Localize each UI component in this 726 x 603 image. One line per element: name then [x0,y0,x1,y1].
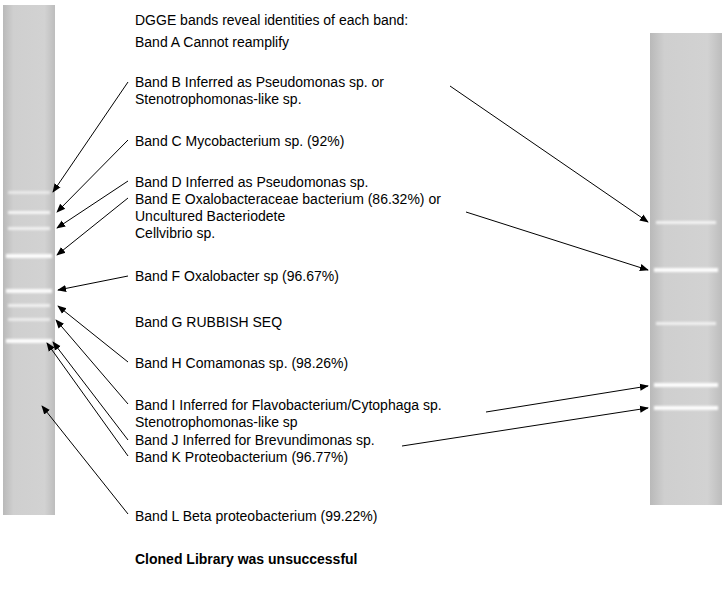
band-label: Band H Comamonas sp. (98.26%) [135,355,348,371]
band-label: Band J Inferred for Brevundimonas sp. [135,432,375,448]
band-label: Stenotrophomonas-like sp [135,414,298,430]
heading: DGGE bands reveal identities of each ban… [135,12,408,28]
band-label: Band F Oxalobacter sp (96.67%) [135,268,339,284]
gel-lane [3,5,55,515]
band-label: Stenotrophomonas-like sp. [135,91,302,107]
gel-bands [6,191,52,343]
band-label: Band A Cannot reamplify [135,34,289,50]
band-label: Band K Proteobacterium (96.77%) [135,449,348,465]
caption: Cloned Library was unsuccessful [135,551,358,567]
band-label: Band C Mycobacterium sp. (92%) [135,133,344,149]
band-label: Cellvibrio sp. [135,225,215,241]
gel-bands [654,221,718,410]
band-label: Band D Inferred as Pseudomonas sp. [135,174,368,190]
band-label: Band G RUBBISH SEQ [135,314,282,330]
band-label: Band B Inferred as Pseudomonas sp. or [135,74,384,90]
leader-arrows [42,82,648,514]
band-label: Uncultured Bacteriodete [135,208,285,224]
band-label: Band L Beta proteobacterium (99.22%) [135,508,377,524]
gel-lane [650,33,722,505]
band-label: Band I Inferred for Flavobacterium/Cytop… [135,397,442,413]
band-label: Band E Oxalobacteraceae bacterium (86.32… [135,191,441,207]
